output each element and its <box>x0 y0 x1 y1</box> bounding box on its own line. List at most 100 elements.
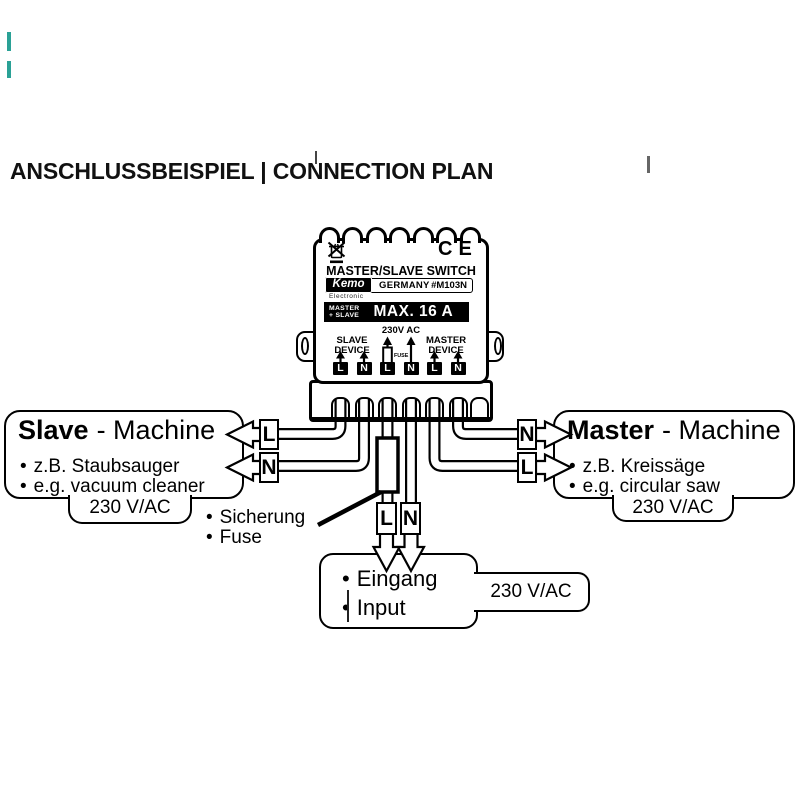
housing-bump <box>342 227 363 243</box>
master-box-bullets: • z.B. Kreissäge •e.g. circular saw <box>555 457 793 496</box>
arrow-to-slave-n <box>224 452 264 483</box>
arrow-heads <box>336 336 463 359</box>
slave-device-label: SLAVE DEVICE <box>328 336 376 355</box>
cursor-artifact <box>647 156 650 173</box>
max-rating: MAX. 16 A <box>373 303 454 320</box>
bullet-glyph: • <box>20 475 27 497</box>
slave-voltage-tab: 230 V/AC <box>68 495 192 524</box>
arrow-to-master-n <box>534 419 574 450</box>
housing-bump <box>459 227 481 243</box>
master-box-title: Master- Machine <box>567 415 793 446</box>
master-bullet-de: z.B. Kreissäge <box>582 456 706 477</box>
bullet-glyph: • <box>569 456 576 477</box>
master-bullet-en: e.g. circular saw <box>582 475 720 497</box>
device-voltage-label: 230V AC <box>381 324 421 336</box>
fuse-note: • Sicherung • Fuse <box>206 508 305 547</box>
cable-slot <box>448 397 468 417</box>
ce-mark: CE <box>438 238 478 260</box>
list-item: • z.B. Kreissäge <box>569 457 793 477</box>
master-voltage-label: 230 V/AC <box>632 497 714 518</box>
fuse-symbol <box>375 436 400 494</box>
cable-slot <box>470 397 489 417</box>
mode-line2: + SLAVE <box>329 312 360 319</box>
cursor-artifact <box>315 151 317 164</box>
slave-box-bullets: •z.B. Staubsauger • e.g. vacuum cleaner <box>6 457 242 496</box>
text-cursor-artifact <box>347 590 349 622</box>
hollow-arrows <box>224 419 574 574</box>
wire-label-slave-n: N <box>259 452 279 483</box>
fuse-pointer-line <box>316 490 383 527</box>
terminal-master-l: L <box>427 362 442 375</box>
annotation-mark <box>7 61 11 78</box>
annotation-mark <box>7 32 11 51</box>
rating-bar: MASTER + SLAVE MAX. 16 A <box>324 302 469 322</box>
arrow-to-master-l <box>534 452 574 483</box>
cable-slot <box>378 397 397 417</box>
terminal-input-l: L <box>380 362 395 375</box>
wire-label-input-l: L <box>376 502 397 535</box>
slave-bullet-de: z.B. Staubsauger <box>33 456 180 477</box>
master-title-rest: - Machine <box>662 415 781 445</box>
bullet-glyph: • <box>206 526 213 548</box>
terminal-slave-n: N <box>356 362 372 375</box>
housing-bump <box>412 227 434 243</box>
slave-title-rest: - Machine <box>96 415 216 445</box>
master-device-line2: DEVICE <box>428 344 464 356</box>
cable-slot <box>425 397 444 417</box>
kemo-logo: Kemo <box>325 277 372 293</box>
master-title-bold: Master <box>567 415 655 445</box>
cable-slot <box>354 397 374 417</box>
mounting-hole <box>494 337 502 355</box>
input-voltage-label: 230 V/AC <box>490 581 572 602</box>
list-item: • Sicherung <box>206 508 305 528</box>
fuse-note-en: Fuse <box>219 526 262 548</box>
cable-slot <box>331 397 350 417</box>
arrow-to-slave-l <box>224 419 264 450</box>
input-voltage-tab: 230 V/AC <box>474 572 590 612</box>
mounting-hole <box>301 337 309 355</box>
list-item: • Fuse <box>206 526 305 548</box>
arrow-to-input-l <box>371 530 402 574</box>
housing-bump <box>389 227 410 243</box>
list-item: •z.B. Staubsauger <box>20 457 242 477</box>
slave-machine-box: Slave- Machine •z.B. Staubsauger • e.g. v… <box>4 410 244 499</box>
cable-slot <box>401 397 421 417</box>
slave-title-bold: Slave <box>18 415 89 445</box>
device-mounting-ear-left <box>296 331 315 362</box>
fuse-label: FUSE <box>394 353 409 359</box>
terminal-input-n: N <box>403 362 419 375</box>
page-title: ANSCHLUSSBEISPIEL | CONNECTION PLAN <box>10 158 494 184</box>
housing-bump <box>436 227 457 243</box>
slave-box-title: Slave- Machine <box>18 415 242 446</box>
weee-icon <box>327 241 346 264</box>
bullet-glyph: • <box>206 507 213 528</box>
device-name: MASTER/SLAVE SWITCH <box>326 264 476 278</box>
fuse-note-de: Sicherung <box>219 507 306 528</box>
input-bullet-en: Input <box>356 595 406 620</box>
input-box-bullets: •Eingang •Input <box>321 564 476 622</box>
brand-plate: Kemo GERMANY #M103N <box>325 277 473 293</box>
brand-subtitle: Electronic <box>329 292 364 300</box>
housing-bump <box>365 227 387 243</box>
list-item: •e.g. circular saw <box>569 475 793 497</box>
terminal-master-n: N <box>450 362 466 375</box>
input-bullet-de: Eingang <box>356 566 438 591</box>
arrow-to-input-n <box>396 530 426 574</box>
wire-label-master-l: L <box>517 452 537 483</box>
slave-voltage-label: 230 V/AC <box>89 497 171 518</box>
slave-device-line2: DEVICE <box>334 344 370 356</box>
mode-label: MASTER + SLAVE <box>329 305 360 319</box>
slave-device-line1: SLAVE <box>336 335 368 346</box>
list-item: • e.g. vacuum cleaner <box>20 475 242 497</box>
wire-label-slave-l: L <box>259 419 279 450</box>
master-voltage-tab: 230 V/AC <box>612 495 734 522</box>
wire-label-input-n: N <box>400 502 421 535</box>
list-item: •Eingang <box>342 564 476 593</box>
input-box: •Eingang •Input <box>319 553 478 629</box>
internal-fuse-symbol <box>382 346 393 364</box>
list-item: •Input <box>342 593 476 622</box>
master-device-line1: MASTER <box>425 335 467 346</box>
slave-bullet-en: e.g. vacuum cleaner <box>33 475 205 497</box>
